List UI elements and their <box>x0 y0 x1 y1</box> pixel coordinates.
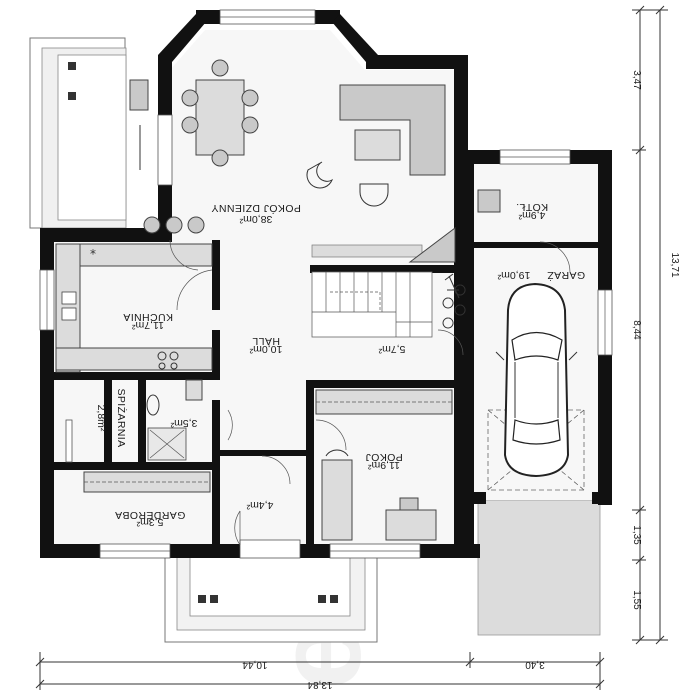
dim-right-1: 3,47 <box>631 70 642 90</box>
bedroom-furniture <box>315 419 437 541</box>
room-area-kuchnia: 11,7m² <box>132 319 164 331</box>
entrance-terrace <box>164 544 378 643</box>
room-name-hall: HALL <box>252 335 280 347</box>
dim-right-2: 8,44 <box>631 320 642 340</box>
room-name-kuchnia: KUCHNIA <box>123 311 173 323</box>
windows <box>39 9 613 559</box>
bathroom-fixtures <box>146 379 203 461</box>
room-area-garaz: 19,0m² <box>497 269 530 281</box>
room-area-spizarnia: 2,8m² <box>95 405 107 432</box>
room-area-vestibule: 4,4m² <box>246 499 273 511</box>
svg-text:*: * <box>90 247 96 261</box>
driveway <box>477 499 601 636</box>
dim-right-total: 13,71 <box>669 252 680 277</box>
room-labels: POKÓJ DZIENNY 38,0m² KUCHNIA 11,7m² HALL… <box>95 201 585 528</box>
room-area-bathroom: 3,5m² <box>170 417 197 429</box>
dim-right-4: 1,55 <box>631 590 642 610</box>
dimension-lines: 10,44 3,40 13,84 3,47 8,44 1,35 1,55 13,… <box>35 5 680 690</box>
wardrobe <box>83 389 453 493</box>
room-area-kotl: 4,9m² <box>518 209 545 221</box>
room-name-spizarnia: SPIŻARNIA <box>115 388 128 447</box>
room-area-pokoj-dzienny: 38,0m² <box>239 213 272 225</box>
terrace-top-left <box>29 37 127 229</box>
room-area-pokoj: 11,9m² <box>368 459 400 471</box>
dim-bottom-right: 3,40 <box>525 659 545 670</box>
room-name-garderoba: GARDEROBA <box>115 509 186 521</box>
stairs <box>311 271 433 338</box>
boiler-room <box>477 189 571 273</box>
room-area-stair-hall: 5,7m² <box>378 343 405 355</box>
garage-car <box>437 273 585 491</box>
room-area-garderoba: 5,3m² <box>136 516 163 528</box>
room-area-hall: 10,0m² <box>249 343 282 355</box>
kitchen-furniture: * <box>55 243 213 373</box>
room-name-garaz: GARAŻ <box>547 269 585 282</box>
room-name-pokoj: POKÓJ <box>365 451 403 464</box>
room-name-kotl: KOTŁ. <box>516 201 548 213</box>
doors <box>169 239 291 546</box>
dim-bottom-total: 13,84 <box>307 679 332 690</box>
dim-bottom-left: 10,44 <box>242 659 267 670</box>
room-name-pokoj-dzienny: POKÓJ DZIENNY <box>211 202 301 215</box>
dim-right-3: 1,35 <box>631 525 642 545</box>
living-room-furniture <box>129 59 456 263</box>
